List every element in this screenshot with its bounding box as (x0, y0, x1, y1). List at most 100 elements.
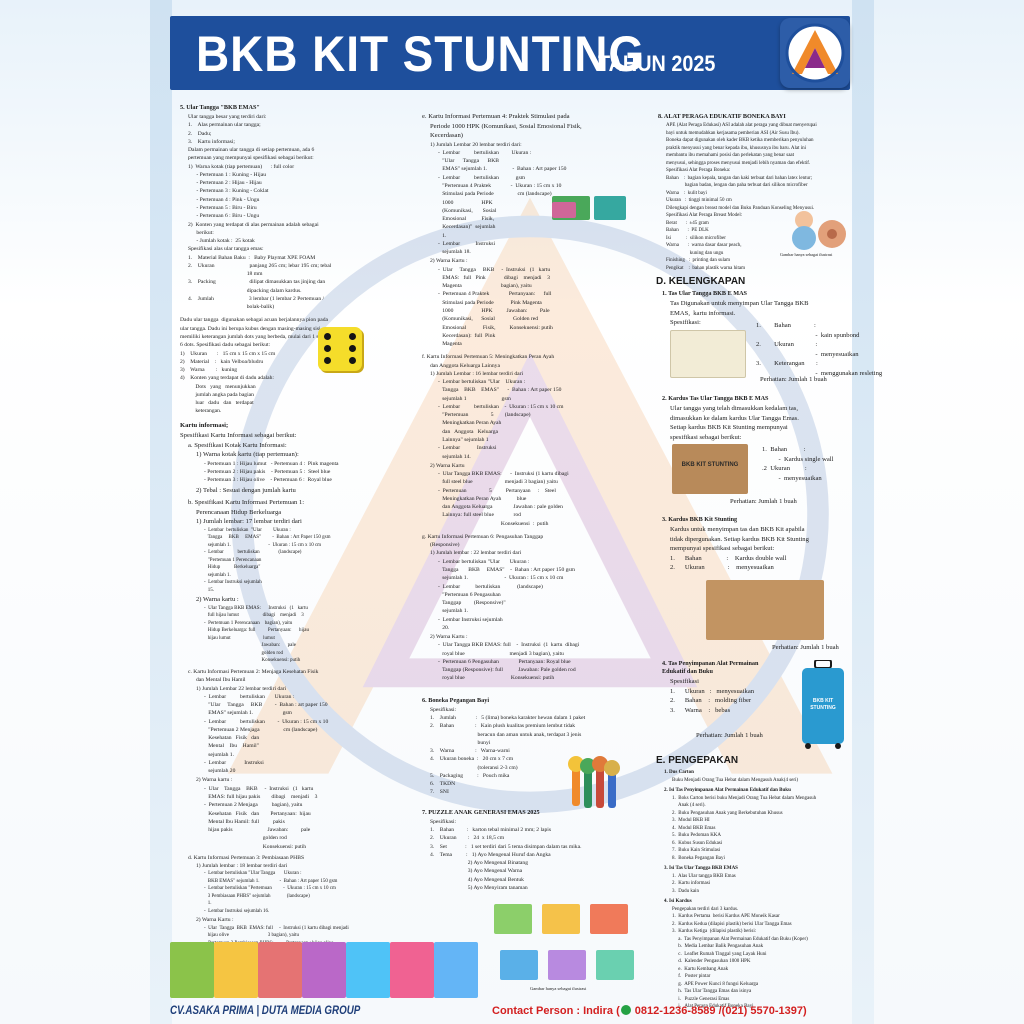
text-line: - Pertemuan 2 Menjaga bagian), yaitu (204, 802, 303, 809)
kartu-c2: 2) Warna kartu : (196, 777, 233, 784)
text-line: - Ular Tangga BKB - Instruksi (1 kartu (438, 266, 551, 273)
text-line: ular tangga. Dadu ini berupa kubus denga… (180, 325, 321, 332)
text-line: 3. Packing dilipat dimasukkan tas jinjin… (188, 279, 326, 286)
text-line: BKB EMAS" sejumlah 1. - Bahan : Art pape… (204, 878, 338, 884)
d4-title-2: Edukatif dan Buku (662, 668, 713, 676)
text-line: sejumlah 1 gsm (438, 395, 511, 402)
text-line: 1) Ukuran : 15 cm x 15 cm x 15 cm (180, 350, 276, 357)
text-line: Stimulasi pada Periode cm (landscape) (438, 191, 552, 198)
text-line: - Lembar bertuliskan - Ukuran : 15 cm x … (438, 403, 564, 410)
suitcase-image: BKB KIT STUNTING (800, 659, 846, 750)
text-line: "Pertemuan 4 Praktek - Ukuran : 15 cm x … (438, 183, 562, 190)
logo-icon (785, 23, 845, 83)
text-line: 5. Buku Pedoman KKA (672, 833, 722, 838)
left-border-strip (150, 0, 172, 1024)
snake-board-card (302, 942, 346, 998)
section-e2-list: - Ular Tangga BKB - Instruksi (1 kartu E… (422, 267, 654, 349)
section-8-title: 8. ALAT PERAGA EDUKATIF BONEKA BAYI (658, 113, 786, 120)
text-line: Hidup Berkeluarga: full Pertanyaan: hija… (204, 628, 310, 634)
text-line: Jawaban: pale (204, 643, 296, 649)
section-7-title: 7. PUZZLE ANAK GENERASI EMAS 2025 (422, 808, 540, 816)
text-line: Tas Digunakan untuk menyimpan Ular Tangg… (670, 300, 809, 308)
header-banner (170, 16, 850, 90)
text-line: 2) Material : kain Velboa/bludru (180, 358, 264, 365)
column-middle: e. Kartu Informasi Pertemuan 4: Praktek … (422, 113, 654, 893)
d2-spec-list: 1. Bahan : - Kardus single wall.2 Ukuran… (762, 446, 868, 484)
section-f2-list: - Ular Tangga BKB EMAS: - Instruksi (1 k… (422, 471, 654, 528)
text-line: 18 mm (188, 271, 263, 278)
text-line: 4) Konten yang terdapat di dadu adalah: (180, 375, 274, 382)
section-g1-list: - Lembar bertuliskan "Ular Ukuran : Tang… (422, 559, 654, 632)
text-line: 2. Buku Pengasuhan Anak yang Berkebutuha… (672, 810, 783, 816)
text-line: "Ular Tangga BKB - Bahan : art paper 150 (204, 702, 328, 709)
text-line: Finishing : printing dan sulam (666, 258, 731, 264)
text-line: berikut: (188, 229, 214, 236)
text-line: 1. Bahan : Kardus double wall (670, 554, 787, 562)
kartu-a2: 2) Tebal : Sesuai dengan jumlah kartu (196, 486, 296, 494)
header-title: BKB KIT STUNTING (196, 26, 646, 82)
text-line: 3) Ayo Mengenal Warna (430, 868, 523, 875)
text-line: sejumlah 1. - Ukuran : 15 cm x 10 cm (204, 542, 322, 548)
text-line: h. Tas Ular Tangga Emas dan isinya (672, 989, 752, 994)
text-line: 8. Boneka Pegangan Bayi (672, 855, 725, 861)
section-g-subtitle: (Responsive) (430, 542, 460, 549)
column-left: 5. Ular Tangga "BKB EMAS" Ular tangga be… (180, 100, 418, 971)
whatsapp-icon (620, 1005, 631, 1015)
text-line: Dadu ular tangga digunakan sebagai acuan… (180, 317, 329, 324)
snake-board-card (170, 942, 214, 998)
text-line: g. APE Power Kunci 8 fungsi Keluarga (672, 981, 759, 987)
text-line: 1. Bahan : karton tebal minimal 2 mm; 2 … (430, 827, 552, 833)
d2-footer: Perhatian: Jumlah 1 buah (730, 498, 797, 505)
text-line: bagian badan, lengan dan paha terbuat da… (666, 183, 808, 189)
right-border-strip (852, 0, 874, 1024)
footer-company: CV.ASAKA PRIMA | DUTA MEDIA GROUP (170, 1005, 361, 1017)
text-line: - Lembar bertuliskan - Ukuran : 15 cm x … (204, 718, 329, 725)
section-6-spec: Spesifikasi: (430, 706, 457, 713)
puzzle-image-5 (548, 950, 586, 980)
text-line: 1. Kardus Pertama berisi Kardus APE Mone… (672, 914, 780, 919)
text-line: Buku Menjadi Orang Tua Hebat dalam Menga… (672, 777, 799, 783)
text-line: jumlah angka pada bagian (180, 391, 254, 398)
text-line: - Lembar bertuliskan (landscape) (204, 550, 302, 556)
text-line: d. Kalender Pengasuhan 1000 HPK (672, 959, 751, 964)
text-line: Spesifikasi Alat Peraga Boneka: (666, 168, 731, 174)
text-line: Tanggap (Responsive)" (438, 600, 506, 607)
d3-footer: Perhatian: Jumlah 1 buah (772, 644, 839, 651)
dice-dot (324, 345, 331, 352)
text-line: Magenta (438, 341, 462, 348)
text-line: - Ular Tangga BKB EMAS: full - Instruksi… (438, 642, 580, 649)
text-line: i. Puzzle Generasi Emas (672, 996, 730, 1002)
text-line: 2. Bahan : Kain plush kualitas premium l… (430, 723, 576, 730)
text-line: Tanggap (Responsive): full Jawaban: Pale… (438, 667, 576, 674)
section-g2: 2) Warna Kartu : (430, 634, 468, 641)
puzzle-image-3 (590, 904, 628, 934)
text-line: "Pertemuan 6 Pengasuhan (438, 591, 501, 598)
text-line: Pengepakan terdiri dari 3 kardus. (672, 906, 739, 912)
kartu-c-subtitle: dan Mental Ibu Hamil (196, 677, 246, 684)
section-f-subtitle: dan Anggota Keluarga Lainnya (430, 362, 500, 369)
text-line: 3. Modul BKB HI (672, 818, 710, 823)
text-line: - Ular Tangga BKB - Instruksi (1 kartu (204, 785, 314, 792)
section-d-title: D. KELENGKAPAN (656, 276, 746, 287)
section-g-title: g. Kartu Informasi Pertemuan 6: Pengasuh… (422, 533, 544, 540)
section-d1: 1. Tas Ular Tangga BKB E MAS Tas Digunak… (662, 290, 868, 329)
text-line: - Lembar Instruksi sejumlah 16. (204, 908, 270, 914)
text-line: Konsekuensi: putih (204, 843, 307, 850)
text-line: 2. Ukuran : menyesuaikan (670, 564, 774, 572)
text-line: 3 Pembiasaan PHBS" sejumlah (landscape) (204, 893, 310, 899)
pengepakan-subtitle: 4. Isi Kardus (664, 899, 692, 904)
text-line: spesifikasi sebagai berikut: (670, 433, 742, 441)
dice-image (318, 327, 362, 371)
text-line: sejumlah 14. (438, 453, 471, 460)
text-line: - Pertemuan 2 : Hijau pakis - Pertemuan … (204, 469, 331, 476)
section-f-title: f. Kartu Informasi Pertemuan 5: Meningka… (422, 354, 555, 361)
text-line: Hidup Berkeluarga" (204, 565, 261, 571)
text-line: f. Poster pintar (672, 974, 711, 979)
text-line: Spesifikasi (670, 678, 699, 686)
text-line: 6 dots. Spesifikasi dadu sebagai berikut… (180, 342, 271, 349)
text-line: "Pertemuan 2 Menjaga cm (landscape) (204, 726, 318, 733)
text-line: golden rod (204, 650, 284, 656)
text-line: memiliki keterangan jumlah dots yang ber… (180, 333, 333, 340)
text-line: Bahan : PE DLK (666, 228, 709, 234)
text-line: sejumlah 1. - Ukuran : 15 cm x 10 cm (438, 575, 564, 582)
